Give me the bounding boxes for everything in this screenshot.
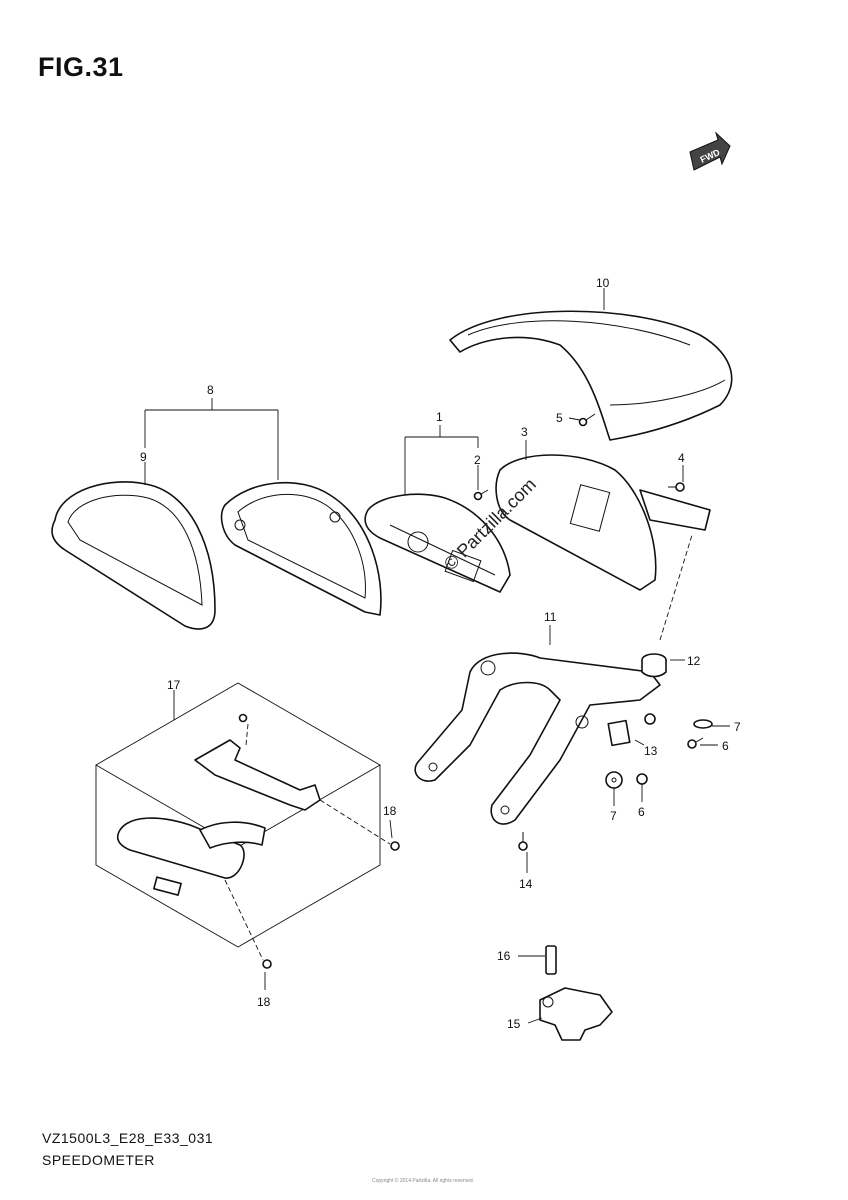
part-8-lens	[220, 481, 382, 616]
callout-18a: 18	[383, 804, 397, 818]
diagram-name: SPEEDOMETER	[42, 1152, 155, 1168]
part-17-box	[95, 682, 381, 948]
figure-title: FIG.31	[38, 52, 124, 82]
part-13-clip	[607, 719, 631, 747]
screw-4	[668, 482, 685, 492]
bolt-part	[644, 713, 656, 725]
callout-7a: 7	[734, 720, 741, 734]
callout-8: 8	[207, 383, 214, 397]
callout-13: 13	[644, 744, 658, 758]
grommet-12	[641, 653, 667, 678]
callout-17: 17	[167, 678, 181, 692]
callout-1: 1	[436, 410, 443, 424]
screw-18-c	[262, 959, 272, 969]
callout-4: 4	[678, 451, 685, 465]
screw-2	[473, 489, 489, 501]
part-1-meter-assembly	[364, 493, 511, 593]
part-3-meter-case	[495, 454, 711, 591]
bolt-16	[545, 945, 557, 975]
callout-2: 2	[474, 453, 481, 467]
part-9-bezel	[51, 481, 216, 630]
bolt-6-b	[636, 773, 648, 785]
callout-6b: 6	[638, 805, 645, 819]
callout-9: 9	[140, 450, 147, 464]
callout-3: 3	[521, 425, 528, 439]
bolt-6-a	[687, 737, 704, 749]
bolt-14	[518, 832, 528, 851]
callout-16: 16	[497, 949, 511, 963]
part-10-visor	[449, 310, 733, 441]
copyright-text: Copyright © 2014 Partzilla. All rights r…	[372, 1178, 475, 1184]
washer-7-b	[605, 771, 623, 789]
screw-18-a	[238, 713, 248, 723]
diagram-code: VZ1500L3_E28_E33_031	[42, 1130, 214, 1146]
fwd-arrow-icon: FWD	[689, 131, 731, 171]
callout-6a: 6	[722, 739, 729, 753]
part-15-sensor	[539, 987, 613, 1041]
callout-18b: 18	[257, 995, 271, 1009]
leader-lines	[144, 288, 730, 1024]
callout-10: 10	[596, 276, 610, 290]
screw-5	[578, 413, 596, 427]
callout-14: 14	[519, 877, 533, 891]
screw-18-b	[390, 841, 400, 851]
part-11-bracket	[414, 652, 661, 825]
callout-11: 11	[544, 610, 557, 624]
callout-5: 5	[556, 411, 563, 425]
washer-7-a	[693, 719, 713, 729]
callout-12: 12	[687, 654, 701, 668]
callout-15: 15	[507, 1017, 521, 1031]
callout-7b: 7	[610, 809, 617, 823]
